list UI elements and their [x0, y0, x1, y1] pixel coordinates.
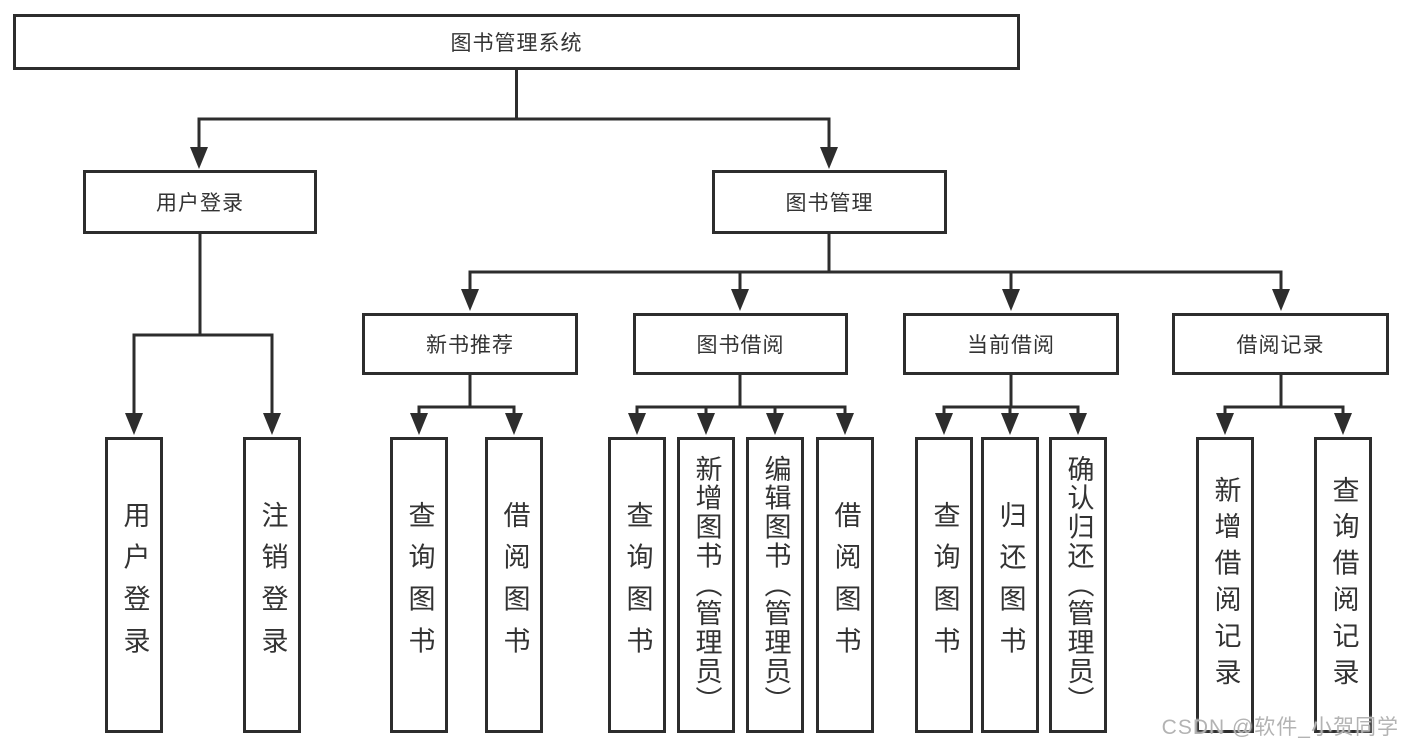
arrow-down-icon: [505, 413, 523, 435]
arrow-down-icon: [190, 147, 208, 169]
arrow-down-icon: [766, 413, 784, 435]
node-current-borrow: 当前借阅: [903, 313, 1119, 375]
arrow-down-icon: [697, 413, 715, 435]
node-label: 新增图书（管理员）: [691, 454, 722, 715]
node-book-management: 图书管理: [712, 170, 947, 234]
arrow-down-icon: [263, 413, 281, 435]
leaf-add-borrow-record: 新增借阅记录: [1196, 437, 1254, 733]
node-label: 借阅图书: [830, 501, 861, 669]
arrow-down-icon: [836, 413, 854, 435]
arrow-down-icon: [461, 289, 479, 311]
node-book-borrow: 图书借阅: [633, 313, 848, 375]
arrow-down-icon: [1272, 289, 1290, 311]
leaf-logout: 注销登录: [243, 437, 301, 733]
leaf-user-login: 用户登录: [105, 437, 163, 733]
node-new-book-recommend: 新书推荐: [362, 313, 578, 375]
leaf-borrow-book: 借阅图书: [485, 437, 543, 733]
node-label: 当前借阅: [967, 334, 1055, 357]
node-label: 图书管理: [785, 192, 874, 215]
node-label: 新书推荐: [426, 334, 514, 357]
arrow-down-icon: [628, 413, 646, 435]
node-label: 用户登录: [119, 501, 150, 669]
leaf-query-book: 查询图书: [608, 437, 666, 733]
arrow-down-icon: [731, 289, 749, 311]
leaf-query-book: 查询图书: [915, 437, 973, 733]
leaf-return-book: 归还图书: [981, 437, 1039, 733]
node-label: 编辑图书（管理员）: [760, 454, 791, 715]
node-label: 用户登录: [156, 192, 244, 215]
node-label: 归还图书: [995, 501, 1026, 669]
arrow-down-icon: [1216, 413, 1234, 435]
node-label: 图书借阅: [696, 334, 785, 357]
arrow-down-icon: [410, 413, 428, 435]
node-label: 查询图书: [929, 501, 960, 669]
leaf-query-borrow-record: 查询借阅记录: [1314, 437, 1372, 733]
arrow-down-icon: [1001, 413, 1019, 435]
node-label: 借阅记录: [1236, 334, 1325, 357]
node-label: 查询借阅记录: [1328, 475, 1359, 695]
node-label: 新增借阅记录: [1210, 475, 1241, 695]
node-label: 借阅图书: [499, 501, 530, 669]
node-label: 图书管理系统: [450, 32, 583, 55]
leaf-add-book-admin: 新增图书（管理员）: [677, 437, 735, 733]
arrow-down-icon: [935, 413, 953, 435]
node-borrow-records: 借阅记录: [1172, 313, 1389, 375]
arrow-down-icon: [1334, 413, 1352, 435]
arrow-down-icon: [125, 413, 143, 435]
arrow-down-icon: [1069, 413, 1087, 435]
node-user-login: 用户登录: [83, 170, 317, 234]
node-label: 注销登录: [257, 501, 288, 669]
node-label: 查询图书: [622, 501, 653, 669]
node-label: 确认归还（管理员）: [1063, 454, 1094, 715]
leaf-edit-book-admin: 编辑图书（管理员）: [746, 437, 804, 733]
leaf-confirm-return-admin: 确认归还（管理员）: [1049, 437, 1107, 733]
leaf-query-book: 查询图书: [390, 437, 448, 733]
node-library-system: 图书管理系统: [13, 14, 1020, 70]
node-label: 查询图书: [404, 501, 435, 669]
leaf-borrow-book: 借阅图书: [816, 437, 874, 733]
arrow-down-icon: [1002, 289, 1020, 311]
arrow-down-icon: [820, 147, 838, 169]
watermark-text: CSDN @软件_小贺同学: [1161, 716, 1399, 739]
